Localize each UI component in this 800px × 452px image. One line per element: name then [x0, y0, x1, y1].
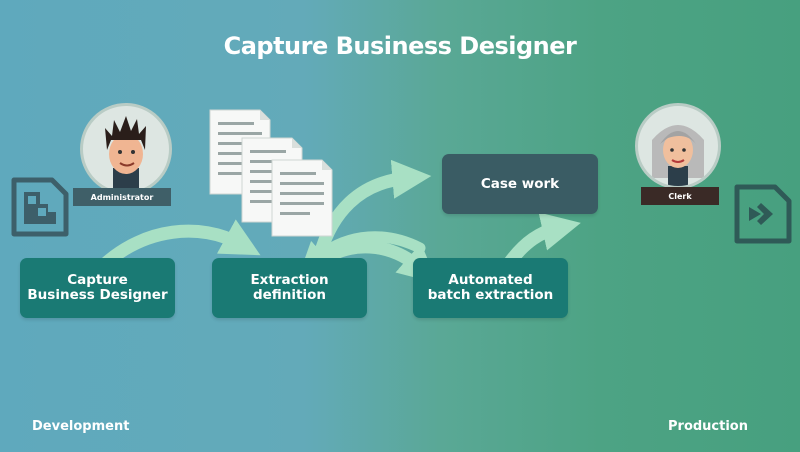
administrator-label: Administrator — [73, 188, 171, 206]
step-case-work-label: Case work — [480, 175, 560, 192]
arrow-designer-to-extraction — [98, 219, 261, 271]
phase-development-label: Development — [32, 419, 130, 434]
step-automated-batch-extraction: Automated batch extraction — [413, 258, 568, 318]
production-app-icon — [734, 184, 792, 244]
clerk-label: Clerk — [641, 187, 719, 205]
administrator-avatar — [80, 103, 172, 195]
clerk-avatar — [635, 103, 721, 189]
arrow-automated-to-extraction — [298, 231, 426, 276]
arrow-automated-to-production — [503, 212, 581, 269]
step-capture-business-designer-label: Capture Business Designer — [27, 272, 168, 303]
phase-production-label: Production — [668, 419, 748, 434]
step-extraction-definition: Extraction definition — [212, 258, 367, 318]
diagram-title: Capture Business Designer — [223, 32, 577, 60]
document-stack-icon — [209, 109, 333, 237]
step-capture-business-designer: Capture Business Designer — [20, 258, 175, 318]
step-case-work: Case work — [442, 154, 598, 214]
step-automated-batch-extraction-label: Automated batch extraction — [427, 272, 554, 303]
step-extraction-definition-label: Extraction definition — [250, 272, 329, 303]
capture-designer-icon — [11, 177, 69, 237]
